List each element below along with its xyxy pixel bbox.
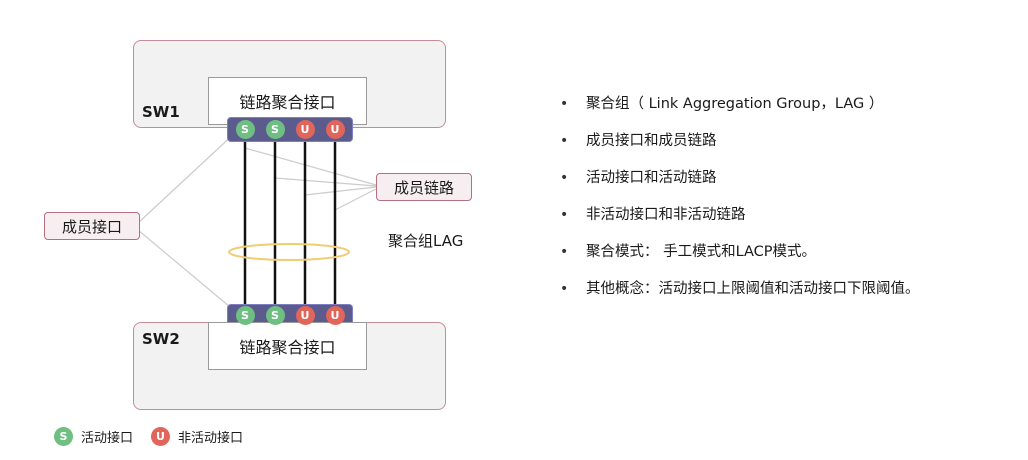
callout-member-link: 成员链路 bbox=[376, 173, 472, 201]
bullet-inactive: 非活动接口和非活动链路 bbox=[560, 206, 920, 243]
legend: S 活动接口 U 非活动接口 bbox=[54, 427, 243, 446]
callout-member-port-label: 成员接口 bbox=[61, 217, 122, 236]
sw1-port-1: S bbox=[235, 120, 255, 139]
sw1-port-2: S bbox=[265, 120, 285, 139]
lag-label: 聚合组LAG bbox=[388, 232, 464, 250]
callout-line-member-link-1 bbox=[244, 147, 377, 186]
sw2-port-3: U bbox=[295, 306, 315, 325]
bullet-threshold: 其他概念：活动接口上限阈值和活动接口下限阈值。 bbox=[560, 280, 920, 317]
sw2-port-1: S bbox=[235, 306, 255, 325]
legend-active-icon: S bbox=[54, 427, 73, 446]
callout-line-member-link-3 bbox=[304, 186, 377, 196]
callout-line-member-link-4 bbox=[334, 188, 377, 211]
legend-inactive-icon: U bbox=[151, 427, 171, 446]
sw2-port-4: U bbox=[325, 306, 345, 325]
callout-line-member-port-top bbox=[137, 131, 237, 224]
sw2-agg-interface: 链路聚合接口 bbox=[208, 322, 367, 370]
sw2-agg-label: 链路聚合接口 bbox=[239, 338, 336, 357]
bullet-member: 成员接口和成员链路 bbox=[560, 132, 920, 169]
bullet-active: 活动接口和活动链路 bbox=[560, 169, 920, 206]
sw1-port-3: U bbox=[295, 120, 315, 139]
sw1-agg-label: 链路聚合接口 bbox=[239, 93, 336, 112]
legend-active-label: 活动接口 bbox=[81, 431, 134, 446]
bullet-mode: 聚合模式： 手工模式和LACP模式。 bbox=[560, 243, 920, 280]
lag-ellipse bbox=[228, 243, 350, 261]
legend-inactive-label: 非活动接口 bbox=[178, 431, 244, 446]
sw2-port-2: S bbox=[265, 306, 285, 325]
callout-line-member-link-2 bbox=[274, 177, 377, 187]
sw1-label: SW1 bbox=[142, 103, 180, 121]
callout-member-port: 成员接口 bbox=[44, 212, 140, 240]
bullet-lag: 聚合组（ Link Aggregation Group，LAG ） bbox=[560, 95, 920, 132]
sw1-port-4: U bbox=[325, 120, 345, 139]
callout-line-member-port-bottom bbox=[137, 229, 237, 313]
callout-member-link-label: 成员链路 bbox=[393, 178, 454, 197]
concept-list: 聚合组（ Link Aggregation Group，LAG ） 成员接口和成… bbox=[560, 95, 920, 317]
sw2-label: SW2 bbox=[142, 330, 180, 348]
